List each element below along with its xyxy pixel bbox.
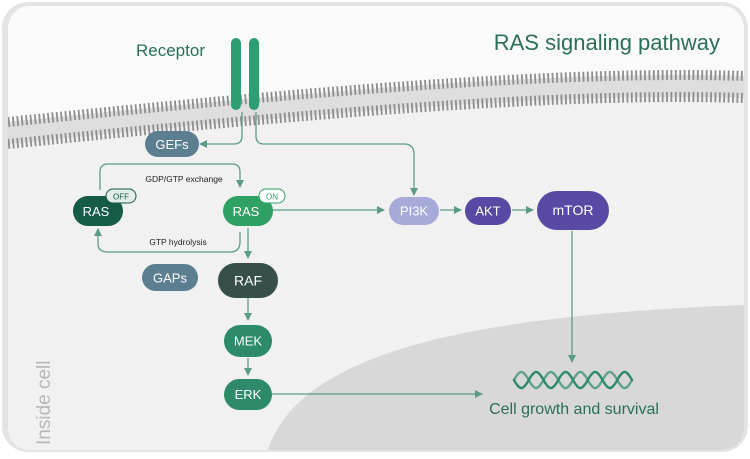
- svg-text:PI3K: PI3K: [400, 204, 429, 219]
- ras-off-node: RAS OFF: [73, 188, 137, 226]
- dna-strand: [512, 370, 634, 390]
- dna-helix-icon: [512, 370, 634, 390]
- ras-off-tag: OFF: [113, 193, 129, 202]
- hydrolysis-label: GTP hydrolysis: [149, 237, 206, 247]
- gefs-node: GEFs: [145, 131, 199, 157]
- gaps-node: GAPs: [142, 264, 198, 291]
- svg-text:GAPs: GAPs: [153, 271, 187, 286]
- mtor-node: mTOR: [537, 191, 609, 230]
- svg-text:MEK: MEK: [234, 334, 263, 349]
- pi3k-node: PI3K: [389, 197, 439, 225]
- raf-node: RAF: [218, 263, 278, 298]
- svg-text:mTOR: mTOR: [553, 202, 594, 218]
- svg-text:GEFs: GEFs: [155, 137, 189, 152]
- cell-membrane: [8, 75, 744, 144]
- pathway-arrows: [94, 112, 576, 398]
- arrow-gdp-gtp-exchange: [99, 163, 244, 190]
- svg-text:RAS: RAS: [83, 204, 110, 219]
- mek-node: MEK: [224, 325, 272, 357]
- arrow-receptor-to-gefs: [199, 112, 243, 148]
- membrane-outer-leaflet: [8, 70, 744, 127]
- erk-node: ERK: [224, 379, 272, 410]
- svg-text:AKT: AKT: [475, 204, 500, 219]
- svg-text:RAF: RAF: [234, 273, 262, 289]
- receptor-label: Receptor: [136, 41, 205, 60]
- nucleus: [268, 305, 744, 450]
- svg-text:ERK: ERK: [235, 387, 262, 402]
- ras-on-tag: ON: [266, 193, 278, 202]
- arrow-receptor-to-pi3k: [255, 112, 418, 196]
- inside-cell-label: Inside cell: [34, 361, 55, 446]
- exchange-label: GDP/GTP exchange: [145, 174, 223, 184]
- outcome-label: Cell growth and survival: [489, 401, 659, 418]
- arrow-gtp-hydrolysis: [94, 228, 241, 253]
- diagram-title: RAS signaling pathway: [494, 30, 720, 55]
- membrane-inner-leaflet: [8, 92, 744, 149]
- svg-text:RAS: RAS: [233, 204, 260, 219]
- akt-node: AKT: [465, 197, 511, 225]
- ras-on-node: RAS ON: [223, 188, 286, 226]
- receptor: [231, 38, 259, 110]
- extracellular-space: [8, 6, 744, 122]
